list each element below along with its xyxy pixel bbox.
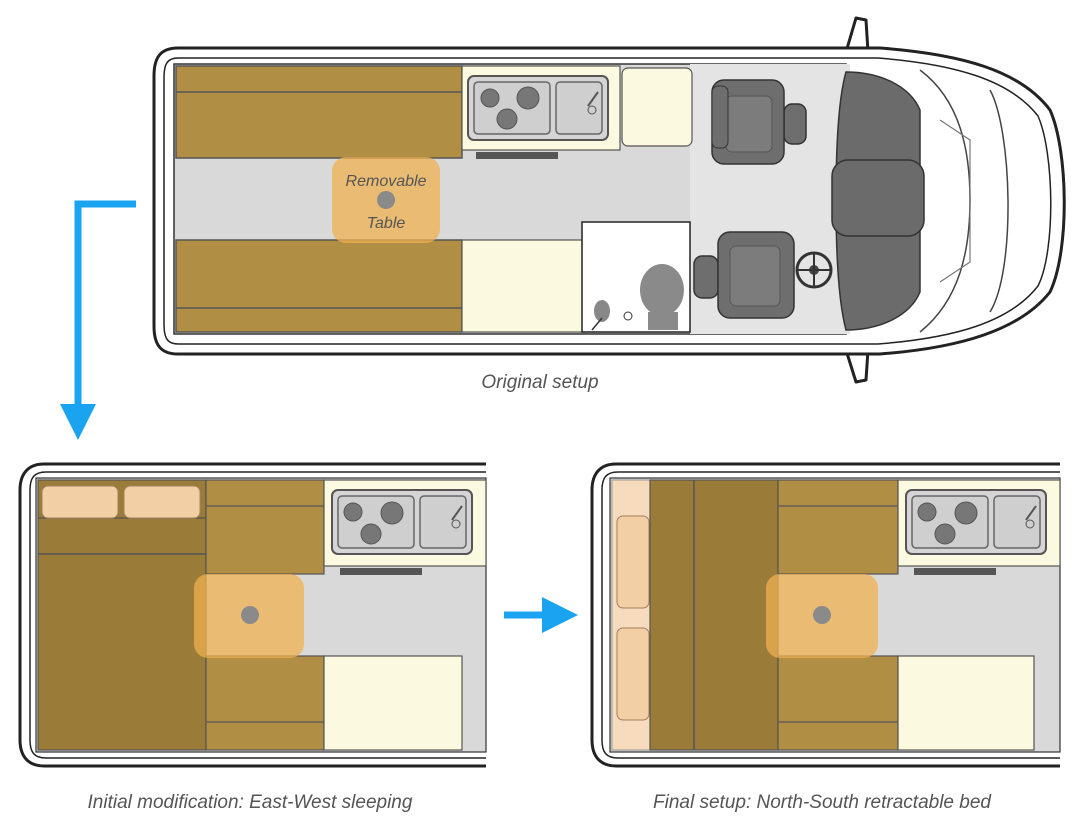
- table-post: [813, 606, 831, 624]
- toilet-bowl: [640, 264, 684, 316]
- arrow-right: [504, 597, 578, 633]
- storage-cabinet: [323, 655, 463, 751]
- north-south-bed: [649, 479, 779, 751]
- table-label-line2: Table: [367, 215, 406, 232]
- steering-wheel: [795, 251, 833, 289]
- caption-original-setup: Original setup: [481, 372, 598, 393]
- counter-shelf: [476, 152, 558, 159]
- table-post: [241, 606, 259, 624]
- hob-burner: [480, 88, 500, 108]
- hob-burner: [360, 523, 382, 545]
- storage-cabinet: [897, 655, 1035, 751]
- hob-burner: [917, 502, 937, 522]
- initial-modification-van: [18, 462, 487, 768]
- bench-bottom: [205, 655, 325, 751]
- pillow: [616, 627, 650, 721]
- sink: [555, 81, 603, 135]
- pillow: [616, 515, 650, 609]
- pillow: [41, 485, 119, 519]
- table-post: [377, 191, 395, 209]
- bench-bottom: [175, 239, 463, 333]
- swivel-seat-top: [711, 79, 807, 165]
- hood-line: [989, 89, 1009, 313]
- caption-final-setup: Final setup: North-South retractable bed: [653, 792, 992, 813]
- storage-cabinet: [461, 239, 585, 333]
- caption-initial-modification: Initial modification: East-West sleeping: [88, 792, 413, 813]
- original-setup-van: Removable Table: [152, 16, 1066, 384]
- pillow: [123, 485, 201, 519]
- counter-shelf: [914, 568, 996, 575]
- east-west-bed: [37, 479, 207, 751]
- hob-burner: [380, 501, 404, 525]
- bench-top: [205, 479, 325, 575]
- hob-burner: [496, 108, 518, 130]
- hob-burner: [954, 501, 978, 525]
- sink: [419, 495, 467, 549]
- dashboard-console: [831, 159, 925, 237]
- bench-top: [175, 65, 463, 159]
- van-body-inner-line: [163, 57, 1052, 345]
- table-label-line1: Removable: [346, 173, 427, 190]
- hob-burner: [934, 523, 956, 545]
- counter-shelf: [340, 568, 422, 575]
- final-setup-van: [590, 462, 1061, 768]
- fridge-unit: [621, 67, 693, 147]
- hob-burner: [343, 502, 363, 522]
- hob-burner: [516, 86, 540, 110]
- swivel-seat-bottom: [693, 231, 795, 319]
- bench-top: [777, 479, 899, 575]
- washbasin: [594, 300, 610, 322]
- sink: [993, 495, 1041, 549]
- bench-bottom: [777, 655, 899, 751]
- arrow-down: [60, 200, 136, 440]
- hood-line-2: [939, 119, 971, 283]
- sink-tap: [587, 91, 599, 107]
